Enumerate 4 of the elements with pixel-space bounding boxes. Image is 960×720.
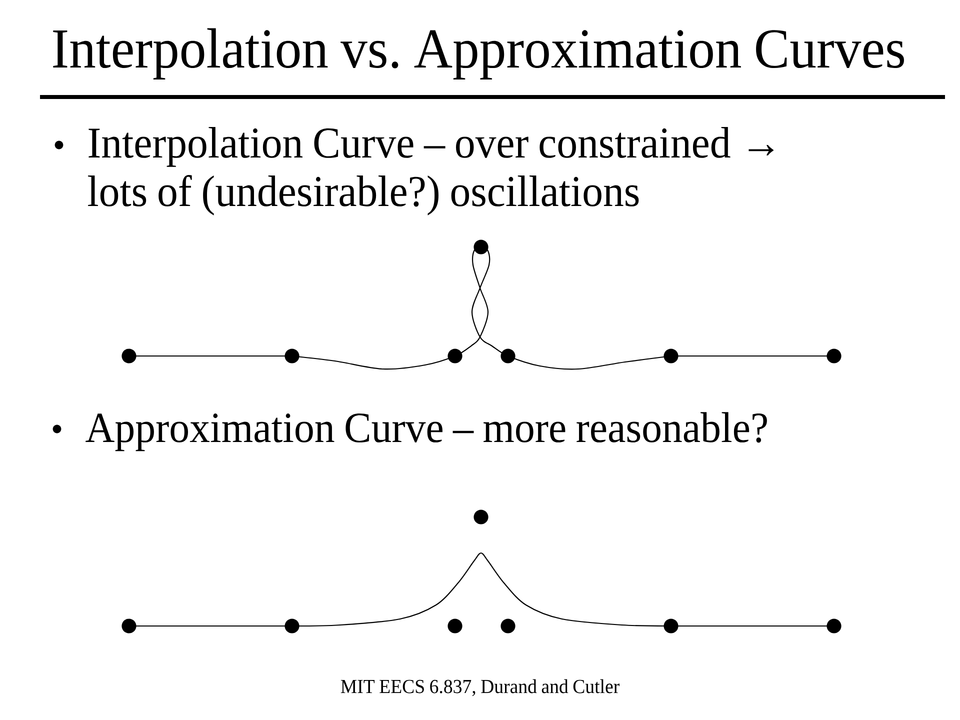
bullet-text: Interpolation Curve – over constrained → lots of (undesirable?) oscillations xyxy=(88,126,774,216)
footer-text: MIT EECS 6.837, Durand and Cutler xyxy=(340,679,620,696)
bullet-text: Approximation Curve – more reasonable? xyxy=(86,412,767,452)
slide-title: Interpolation vs. Approximation Curves xyxy=(53,28,904,80)
